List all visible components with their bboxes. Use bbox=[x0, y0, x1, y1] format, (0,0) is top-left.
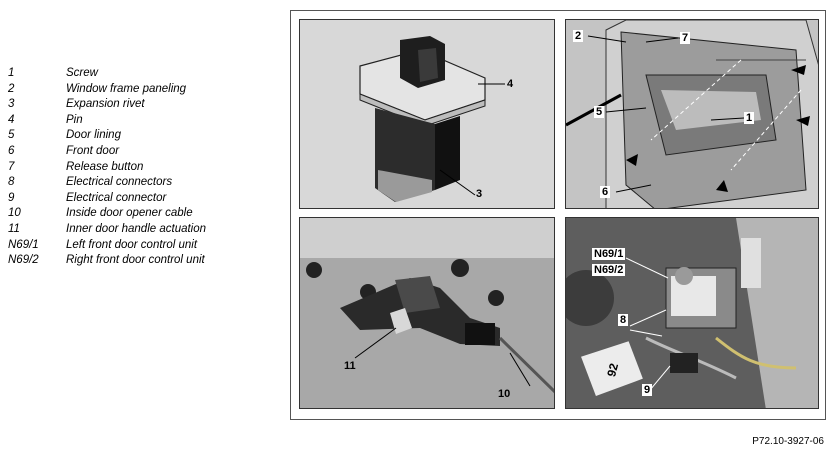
legend-number: 6 bbox=[8, 144, 15, 157]
legend-row: N69/1 Left front door control unit bbox=[8, 238, 288, 254]
legend-description: Door lining bbox=[66, 129, 121, 142]
legend-description: Inner door handle actuation bbox=[66, 222, 207, 235]
illustration-frame: 4 3 2 7 5 1 6 bbox=[290, 10, 826, 420]
legend-description: Expansion rivet bbox=[66, 98, 145, 111]
callout-1: 1 bbox=[744, 112, 755, 124]
legend: 1 Screw 2 Window frame paneling 3 Expansion… bbox=[8, 66, 288, 269]
door-lining-illustration bbox=[566, 20, 818, 208]
callout-5: 5 bbox=[594, 106, 605, 118]
legend-row: 5 Door lining bbox=[8, 128, 288, 144]
legend-number: N69/2 bbox=[8, 254, 39, 267]
legend-number: 9 bbox=[8, 191, 15, 204]
callout-3: 3 bbox=[476, 188, 483, 200]
reference-code: P72.10-3927-06 bbox=[752, 436, 824, 447]
control-unit-illustration bbox=[566, 218, 818, 408]
legend-row: 7 Release button bbox=[8, 160, 288, 176]
rivet-illustration bbox=[359, 36, 505, 202]
legend-description: Left front door control unit bbox=[66, 238, 198, 251]
legend-number: 1 bbox=[8, 67, 15, 79]
legend-row: 3 Expansion rivet bbox=[8, 97, 288, 113]
legend-row: 1 Screw bbox=[8, 66, 288, 82]
legend-number: 4 bbox=[8, 113, 15, 126]
callout-7: 7 bbox=[680, 32, 691, 44]
legend-row: 2 Window frame paneling bbox=[8, 82, 288, 98]
door-handle-illustration bbox=[300, 218, 554, 408]
legend-description: Right front door control unit bbox=[66, 254, 205, 267]
legend-row: 6 Front door bbox=[8, 144, 288, 160]
legend-number: 3 bbox=[8, 98, 15, 111]
legend-number: 11 bbox=[8, 222, 20, 235]
legend-description: Screw bbox=[66, 67, 98, 79]
legend-description: Pin bbox=[66, 113, 83, 126]
callout-10: 10 bbox=[498, 388, 511, 400]
legend-description: Window frame paneling bbox=[66, 82, 187, 95]
door-lining-panel: 2 7 5 1 6 bbox=[565, 19, 819, 209]
legend-row: 11 Inner door handle actuation bbox=[8, 222, 288, 238]
legend-description: Electrical connectors bbox=[66, 176, 173, 189]
legend-description: Inside door opener cable bbox=[66, 207, 193, 220]
callout-n69-2: N69/2 bbox=[592, 264, 626, 276]
callout-2: 2 bbox=[573, 30, 584, 42]
legend-row: 9 Electrical connector bbox=[8, 191, 288, 207]
legend-number: 5 bbox=[8, 129, 15, 142]
legend-description: Front door bbox=[66, 144, 120, 157]
legend-number: 7 bbox=[8, 160, 15, 173]
legend-number: 10 bbox=[8, 207, 21, 220]
legend-row: 10 Inside door opener cable bbox=[8, 206, 288, 222]
control-unit-panel: N69/1 N69/2 8 9 92 bbox=[565, 217, 819, 409]
callout-9: 9 bbox=[642, 384, 653, 396]
legend-row: N69/2 Right front door control unit bbox=[8, 253, 288, 269]
rivet-detail-panel: 4 3 bbox=[299, 19, 555, 209]
legend-number: N69/1 bbox=[8, 238, 39, 251]
legend-number: 8 bbox=[8, 176, 15, 189]
legend-row: 8 Electrical connectors bbox=[8, 175, 288, 191]
callout-n69-1: N69/1 bbox=[592, 248, 626, 260]
callout-4: 4 bbox=[507, 78, 514, 90]
legend-row: 4 Pin bbox=[8, 113, 288, 129]
callout-11: 11 bbox=[344, 360, 356, 372]
legend-description: Release button bbox=[66, 160, 144, 173]
label-tag-92: 92 bbox=[604, 361, 622, 379]
legend-number: 2 bbox=[8, 82, 15, 95]
callout-6: 6 bbox=[600, 186, 611, 198]
door-handle-panel: 11 10 bbox=[299, 217, 555, 409]
callout-8: 8 bbox=[618, 314, 629, 326]
legend-description: Electrical connector bbox=[66, 191, 167, 204]
